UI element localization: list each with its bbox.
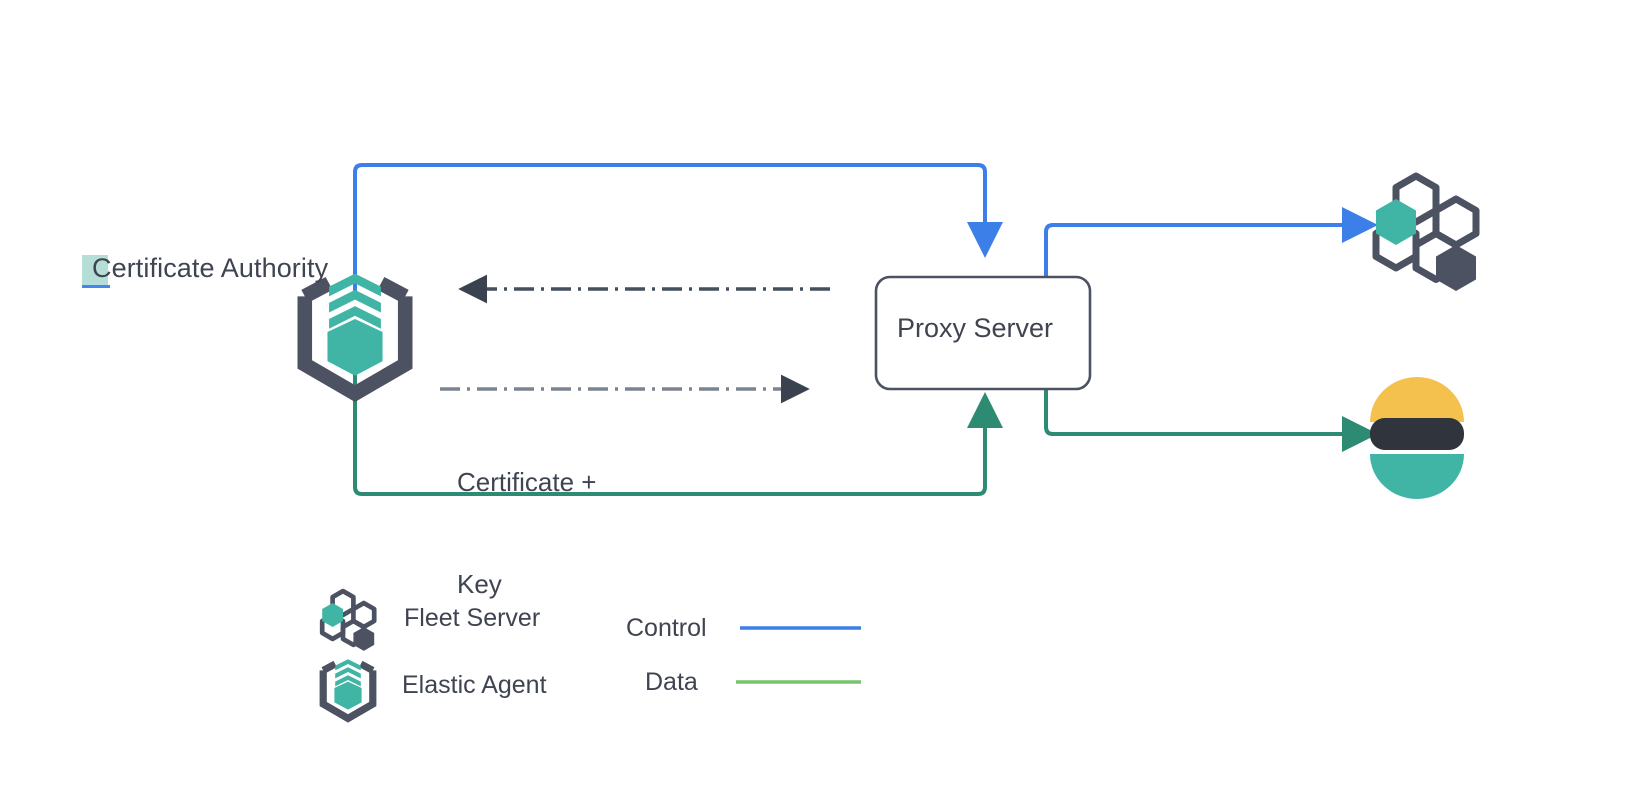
- edge-control-proxy-to-fleet: [1044, 207, 1378, 288]
- certificate-key-line-1: Certificate +: [457, 467, 597, 497]
- certificate-key-line-2: Key: [457, 569, 502, 599]
- legend-label-control: Control: [626, 614, 707, 642]
- legend-fleet-server-icon: [319, 588, 377, 651]
- certificate-key-edge-label: Certificate + Key: [457, 397, 596, 669]
- certificate-authority-label: Certificate Authority: [92, 253, 329, 283]
- text-selection-highlight: [82, 255, 108, 285]
- legend-label-data: Data: [645, 668, 698, 696]
- elasticsearch-icon: [1370, 377, 1464, 499]
- elastic-agent-icon: [297, 273, 413, 402]
- proxy-server-node[interactable]: [874, 275, 1092, 391]
- legend-elastic-agent-icon: [319, 659, 377, 723]
- fleet-server-icon: [1372, 172, 1480, 291]
- edge-data-agent-to-proxy: [353, 370, 1003, 496]
- legend-label-elastic-agent: Elastic Agent: [402, 671, 547, 699]
- edge-control-agent-to-proxy: [353, 163, 1003, 295]
- proxy-server-label: Proxy Server: [897, 313, 1054, 343]
- legend-label-fleet-server: Fleet Server: [404, 604, 541, 632]
- text-selection-underline: [82, 285, 110, 288]
- edge-data-proxy-to-elasticsearch: [1044, 370, 1378, 452]
